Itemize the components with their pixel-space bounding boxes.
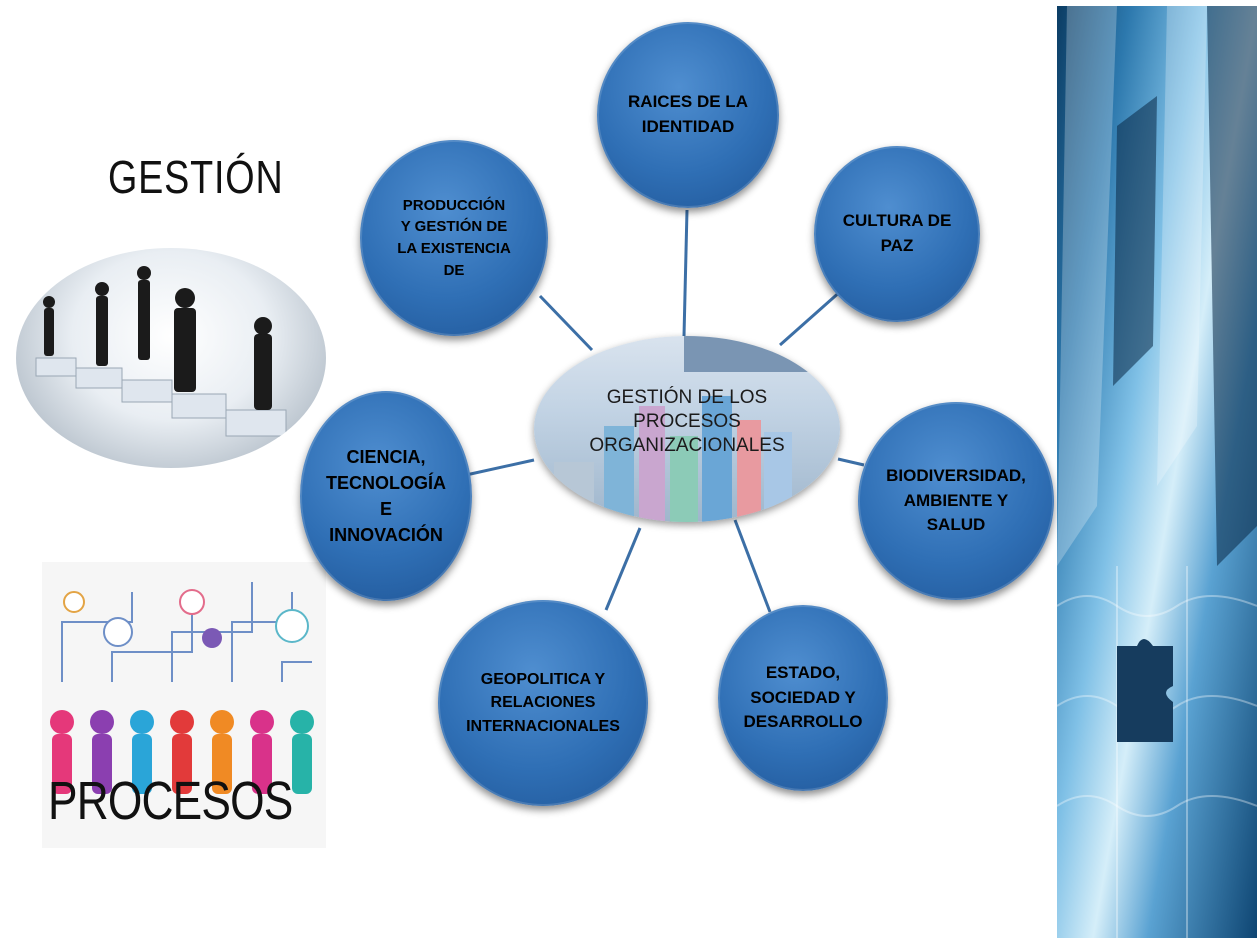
gestion-title: GESTIÓN <box>108 151 284 203</box>
center-node: GESTIÓN DE LOS PROCESOS ORGANIZACIONALES <box>534 336 840 522</box>
node-estado-label: ESTADO, SOCIEDAD Y DESARROLLO <box>743 663 863 732</box>
node-raices-label: RAICES DE LA IDENTIDAD <box>628 92 748 136</box>
node-biodiversidad: BIODIVERSIDAD, AMBIENTE Y SALUD <box>858 402 1054 600</box>
center-label: GESTIÓN DE LOS PROCESOS ORGANIZACIONALES <box>589 387 785 456</box>
node-geopolitica: GEOPOLITICA Y RELACIONES INTERNACIONALES <box>438 600 648 806</box>
connector-ciencia <box>465 458 535 477</box>
node-produccion-label: PRODUCCIÓN Y GESTIÓN DE LA EXISTENCIA DE <box>397 196 511 279</box>
node-cultura-label: CULTURA DE PAZ <box>842 211 952 255</box>
node-estado: ESTADO, SOCIEDAD Y DESARROLLO <box>718 605 888 791</box>
business-people-image <box>16 248 326 468</box>
node-raices: RAICES DE LA IDENTIDAD <box>597 22 779 208</box>
node-ciencia-label: CIENCIA, TECNOLOGÍA E INNOVACIÓN <box>326 446 446 546</box>
node-ciencia: CIENCIA, TECNOLOGÍA E INNOVACIÓN <box>300 391 472 601</box>
connector-cultura <box>779 288 843 347</box>
glass-building-image <box>1057 6 1257 938</box>
node-produccion: PRODUCCIÓN Y GESTIÓN DE LA EXISTENCIA DE <box>360 140 548 336</box>
connector-biodiversidad <box>837 457 865 467</box>
node-biodiversidad-label: BIODIVERSIDAD, AMBIENTE Y SALUD <box>886 466 1026 535</box>
connector-produccion <box>538 294 594 352</box>
network-people-image <box>42 562 326 848</box>
procesos-title: PROCESOS <box>48 771 293 831</box>
connector-raices <box>682 209 689 337</box>
node-geopolitica-label: GEOPOLITICA Y RELACIONES INTERNACIONALES <box>466 671 620 735</box>
connector-estado <box>733 519 772 613</box>
node-cultura: CULTURA DE PAZ <box>814 146 980 322</box>
connector-geopolitica <box>604 527 642 611</box>
